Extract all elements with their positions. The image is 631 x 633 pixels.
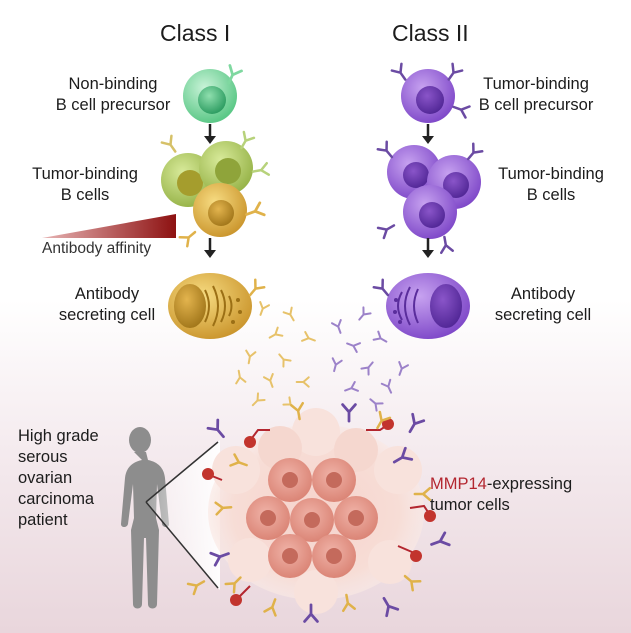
arrow-head-icon [422,250,434,258]
class1-precursor-cell [183,64,243,123]
class1-header: Class I [160,20,231,46]
class1-bcells-label: Tumor-binding B cells [32,165,138,204]
arrow-head-icon [204,250,216,258]
arrow-head-icon [204,136,216,144]
tumor-cells [246,458,378,578]
class1-secreting-label: Antibody secreting cell [58,285,156,324]
class1-precursor-label: Non-binding B cell precursor [55,75,171,114]
arrow-head-icon [422,136,434,144]
zoom-lines [145,441,219,589]
mmp14-receptors [202,418,436,606]
tumor-cells-label: MMP14-expressing tumor cells [430,475,573,514]
antibody-affinity-gradient [42,214,176,238]
mmp14-marker: MMP14 [430,475,487,493]
class2-header: Class II [392,20,469,46]
class2-secreting-label: Antibody secreting cell [494,285,592,324]
patient-silhouette-icon [121,427,169,609]
class2-bcells-label: Tumor-binding B cells [498,165,604,204]
tumor-mass [208,408,424,614]
class2-antibody-secreting-cell [372,273,470,339]
class1-antibody-secreting-cell [168,273,266,339]
class2-precursor-cell [390,62,471,123]
antibody-affinity-label: Antibody affinity [42,240,152,257]
patient-label: High grade serous ovarian carcinoma pati… [18,427,99,529]
zoom-beam [146,440,220,590]
class2-precursor-label: Tumor-binding B cell precursor [478,75,594,114]
class1-tumor-binding-b-cells [160,130,271,248]
class2-tumor-binding-b-cells [376,140,484,255]
